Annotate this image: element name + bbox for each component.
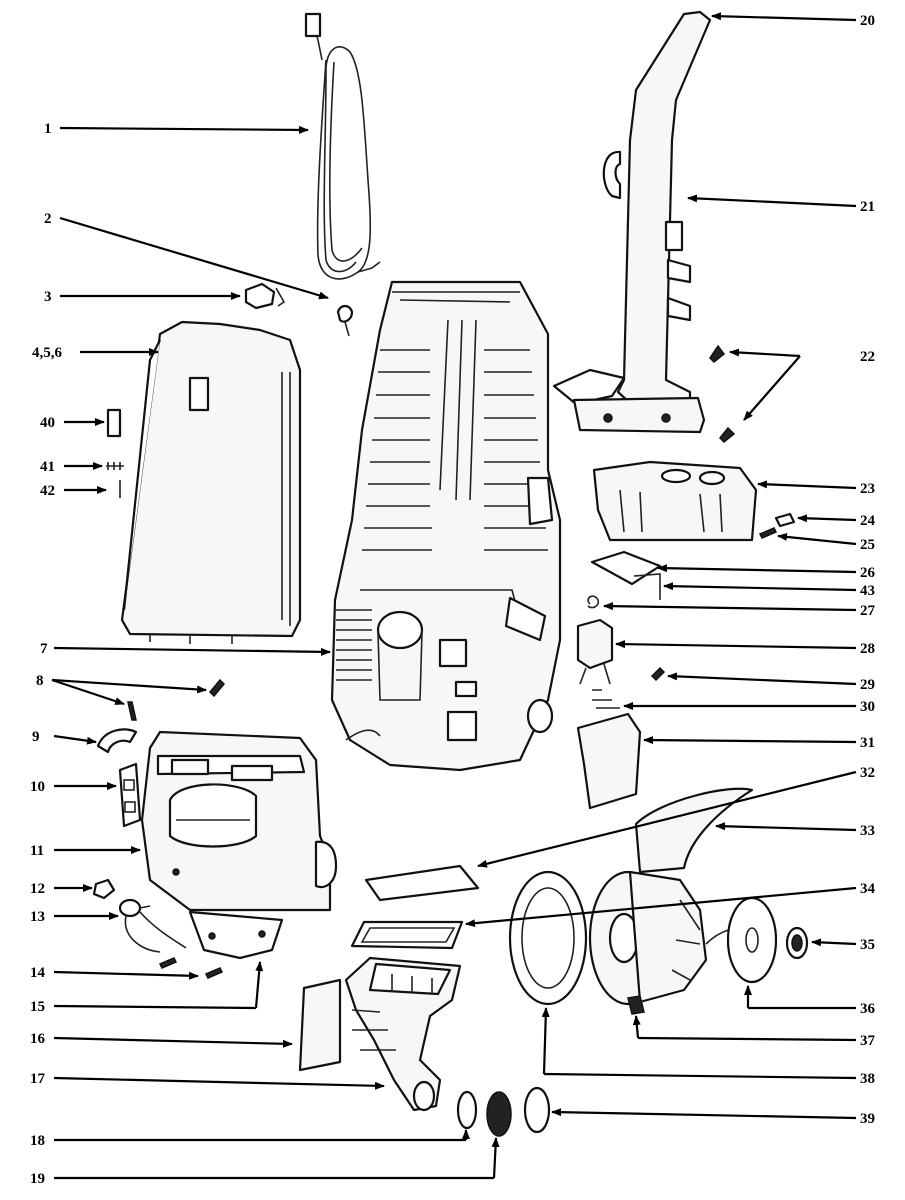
callout-label: 33 <box>860 823 875 839</box>
part-41-spring <box>106 462 124 470</box>
part-lower-housing <box>140 730 338 912</box>
part-25 <box>758 527 778 539</box>
callout-label: 4,5,6 <box>32 345 63 361</box>
part-screws-14 <box>158 957 224 979</box>
part-panel-31 <box>576 712 642 810</box>
part-pad-32 <box>364 864 480 902</box>
callout-label: 15 <box>30 999 45 1015</box>
part-motor-37 <box>588 870 749 1015</box>
callout-label: 30 <box>860 699 875 715</box>
part-bracket-23 <box>592 460 758 542</box>
part-knob-12 <box>92 878 116 900</box>
callout-label: 37 <box>860 1033 876 1049</box>
callout-label: 41 <box>40 459 55 475</box>
part-filter-housing-17 <box>344 956 462 1112</box>
callout-label: 39 <box>860 1111 875 1127</box>
part-switch-13 <box>118 898 187 953</box>
callout-label: 7 <box>40 641 48 657</box>
callout-label: 25 <box>860 537 875 553</box>
leader-lines <box>51 12 857 1180</box>
callout-label: 8 <box>36 673 44 689</box>
part-bracket-9 <box>96 728 138 754</box>
callout-label: 31 <box>860 735 875 751</box>
part-latch-plate-10 <box>118 762 142 828</box>
callout-label: 24 <box>860 513 876 529</box>
callout-label: 16 <box>30 1031 46 1047</box>
callout-label: 1 <box>44 121 52 137</box>
callout-label: 40 <box>40 415 55 431</box>
callout-label: 10 <box>30 779 45 795</box>
part-ring-39 <box>523 1086 551 1134</box>
part-shield-33 <box>634 787 754 874</box>
part-spring-27 <box>587 595 600 609</box>
part-power-cord <box>304 12 381 280</box>
part-filter-19 <box>486 1091 512 1137</box>
callout-label: 28 <box>860 641 875 657</box>
part-plate-26 <box>590 550 662 586</box>
callout-label: 36 <box>860 1001 876 1017</box>
callout-label: 35 <box>860 937 875 953</box>
callout-label: 34 <box>860 881 876 897</box>
callout-label: 18 <box>30 1133 45 1149</box>
part-30 <box>592 689 620 709</box>
part-ring-18 <box>456 1090 478 1130</box>
callout-label: 32 <box>860 765 875 781</box>
callout-labels: 1 2 3 4,5,6 40 41 42 7 8 9 10 11 12 13 1… <box>30 13 876 1187</box>
callout-label: 20 <box>860 13 875 29</box>
callout-label: 9 <box>32 729 40 745</box>
callout-label: 12 <box>30 881 45 897</box>
part-clip <box>336 304 354 337</box>
callout-label: 2 <box>44 211 52 227</box>
part-hook <box>244 282 286 310</box>
part-trim-15 <box>188 910 284 960</box>
callout-label: 11 <box>30 843 44 859</box>
callout-label: 19 <box>30 1171 45 1187</box>
part-disc-36 <box>726 896 778 984</box>
callout-label: 23 <box>860 481 875 497</box>
callout-label: 13 <box>30 909 45 925</box>
part-gasket-34 <box>350 920 464 950</box>
part-handle <box>552 10 712 434</box>
callout-label: 3 <box>44 289 52 305</box>
callout-label: 21 <box>860 199 875 215</box>
part-screws-22 <box>709 344 736 444</box>
part-cap-35 <box>785 926 809 960</box>
callout-label: 26 <box>860 565 876 581</box>
part-main-housing <box>330 280 562 772</box>
callout-label: 17 <box>30 1071 46 1087</box>
part-40-latch <box>106 408 122 438</box>
callout-label: 43 <box>860 583 875 599</box>
callout-label: 42 <box>40 483 55 499</box>
part-43 <box>633 573 661 600</box>
part-ring-38 <box>508 870 588 1006</box>
callout-label: 29 <box>860 677 875 693</box>
part-24 <box>774 512 796 528</box>
callout-label: 27 <box>860 603 876 619</box>
part-filter-16 <box>298 978 342 1072</box>
part-bag-cover <box>120 320 302 644</box>
part-screw-29 <box>650 666 666 682</box>
part-screws-8 <box>127 678 226 721</box>
callout-label: 14 <box>30 965 46 981</box>
part-switch-box-28 <box>576 618 614 685</box>
callout-label: 22 <box>860 349 875 365</box>
callout-label: 38 <box>860 1071 875 1087</box>
